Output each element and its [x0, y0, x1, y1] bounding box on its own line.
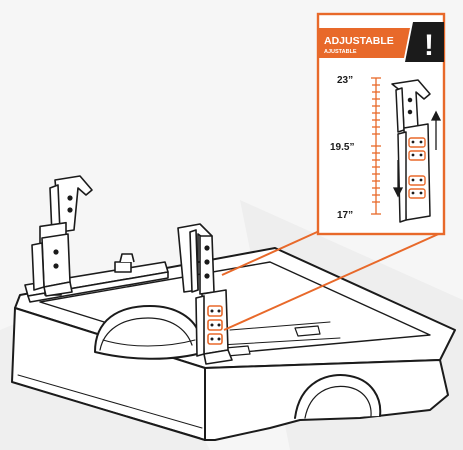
scale-label-middle: 19.5” [330, 142, 354, 153]
badge-title: ADJUSTABLE [324, 35, 394, 47]
scale-label-top: 23” [337, 75, 353, 86]
warning-badge [405, 22, 444, 62]
left-rack-upright [31, 175, 93, 297]
callout-adjust-holes [408, 137, 426, 199]
callout-leader-lines [221, 227, 444, 331]
measurement-scale [371, 77, 381, 215]
front-rack-upright [177, 223, 233, 365]
warning-exclamation-icon: ! [424, 29, 434, 62]
callout-upright [391, 79, 431, 223]
scale-label-bottom: 17” [337, 210, 353, 221]
adjustable-callout-panel: ! ADJUSTABLE AJUSTABLE 23” 1 [316, 12, 446, 236]
adjustable-badge [318, 28, 410, 58]
adjust-arrows [392, 110, 442, 198]
front-upright-adjust-holes [207, 305, 223, 345]
badge-subtitle: AJUSTABLE [324, 49, 357, 55]
